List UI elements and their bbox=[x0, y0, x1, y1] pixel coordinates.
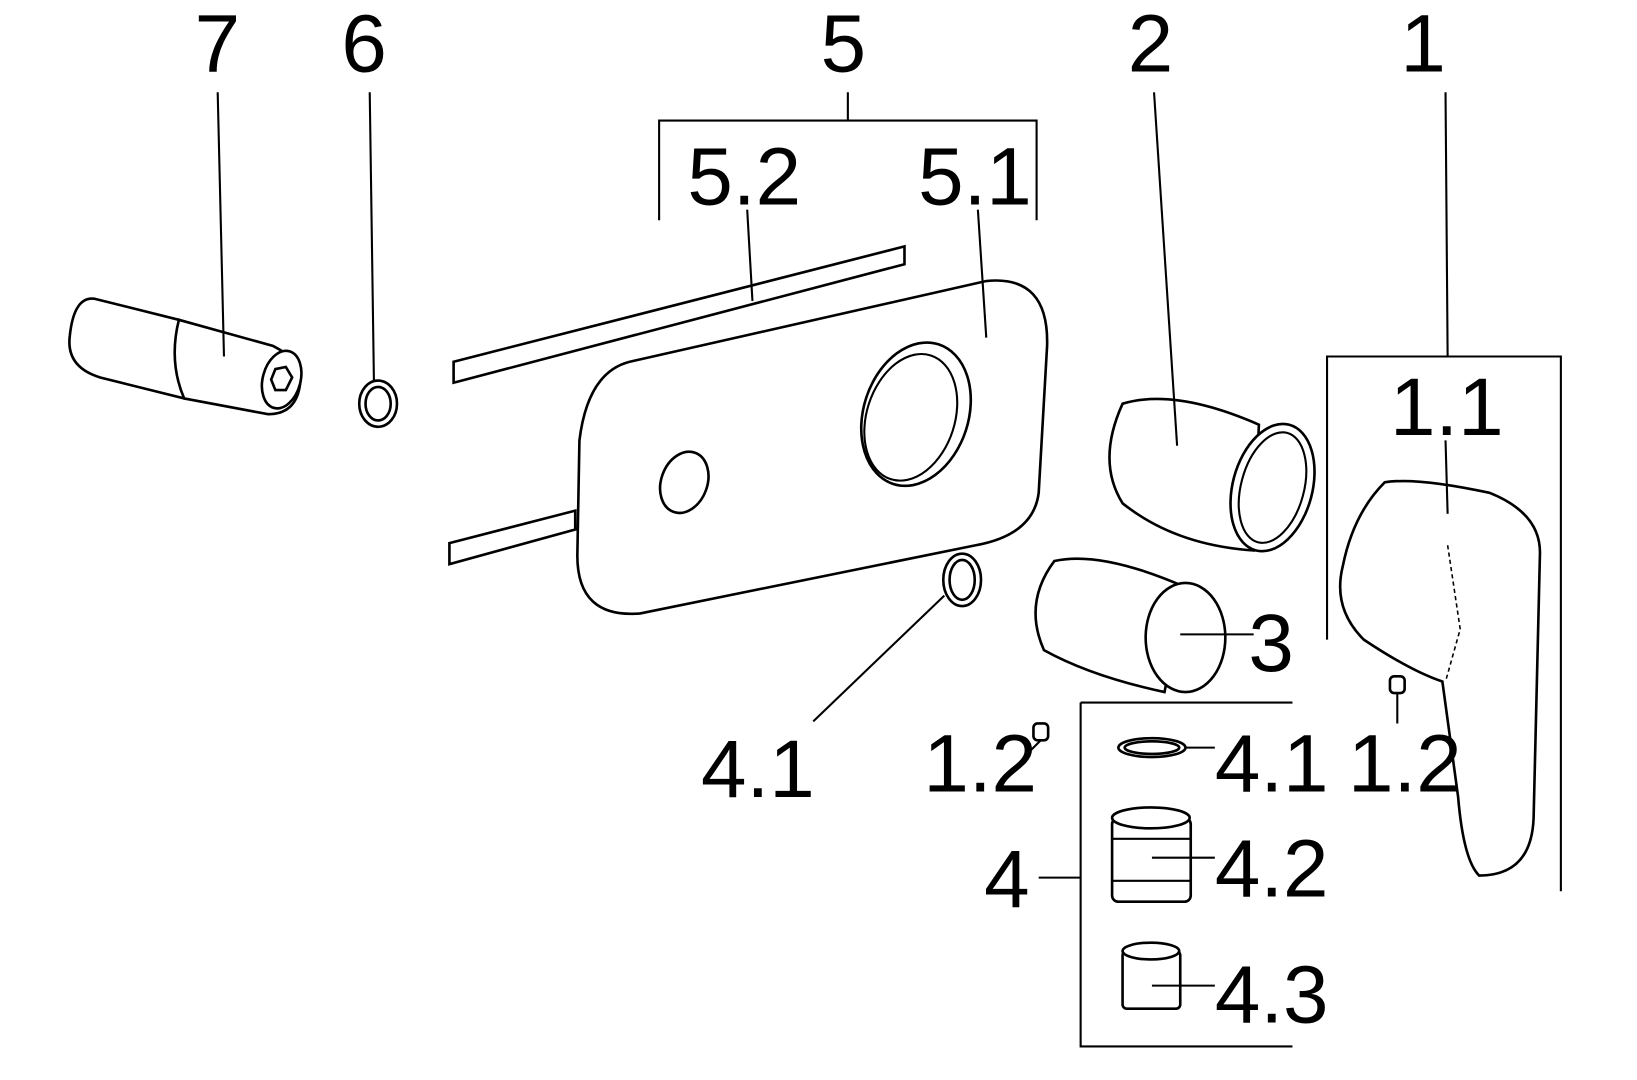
label-2: 2 bbox=[1128, 0, 1173, 89]
label-6: 6 bbox=[341, 0, 386, 89]
label-3: 3 bbox=[1248, 598, 1293, 689]
label-1-1: 1.1 bbox=[1390, 362, 1504, 453]
label-4-1-box: 4.1 bbox=[1215, 719, 1329, 810]
part-7-extension bbox=[68, 92, 303, 416]
part-5-2-rods bbox=[448, 209, 906, 566]
part-4-box bbox=[1038, 701, 1293, 1048]
label-1: 1 bbox=[1400, 0, 1445, 89]
part-2-cap bbox=[1108, 92, 1316, 553]
part-4-1-oring-left bbox=[812, 552, 983, 723]
label-1-2-right: 1.2 bbox=[1348, 719, 1462, 810]
label-5: 5 bbox=[821, 0, 866, 89]
part-1-2-screws bbox=[1029, 674, 1406, 752]
part-5-bracket bbox=[658, 92, 1038, 221]
label-4-2: 4.2 bbox=[1215, 824, 1329, 915]
label-7: 7 bbox=[195, 0, 240, 89]
part-1-bracket bbox=[1325, 92, 1562, 892]
label-4-1-left: 4.1 bbox=[701, 724, 815, 815]
label-4-3: 4.3 bbox=[1215, 949, 1329, 1040]
label-5-1: 5.1 bbox=[918, 131, 1032, 222]
part-3-sleeve bbox=[1034, 557, 1254, 694]
label-5-2: 5.2 bbox=[687, 131, 801, 222]
part-5-1-plate bbox=[576, 209, 1049, 616]
label-4: 4 bbox=[984, 834, 1029, 925]
label-1-2-mid: 1.2 bbox=[923, 719, 1037, 810]
part-1-1-lever bbox=[1338, 440, 1542, 877]
part-6-oring bbox=[357, 92, 399, 429]
